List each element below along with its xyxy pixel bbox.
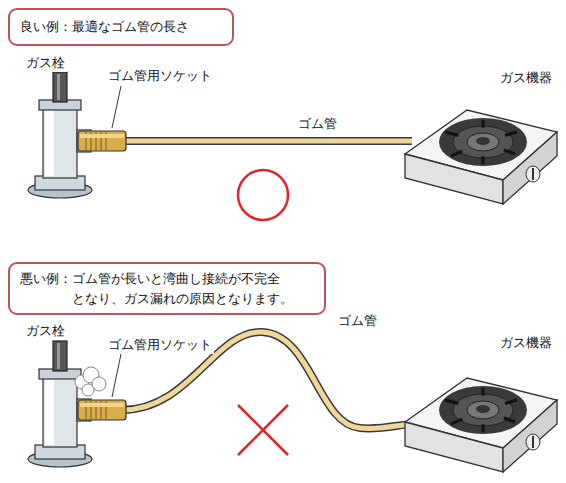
- gas-leak-puff: [75, 367, 106, 396]
- rubber-hose: [122, 139, 412, 144]
- hose-label: ゴム管: [336, 313, 379, 330]
- gas-stove: [405, 110, 557, 204]
- leader-line: [112, 86, 121, 128]
- valve-label: ガス栓: [24, 323, 67, 340]
- gas-stove: [405, 378, 557, 472]
- valve-label: ガス栓: [24, 55, 67, 72]
- hose-label: ゴム管: [296, 116, 339, 133]
- socket-label: ゴム管用ソケット: [106, 68, 214, 85]
- appliance-label: ガス機器: [498, 335, 554, 352]
- bad-mark: [238, 405, 288, 455]
- appliance-label: ガス機器: [498, 70, 554, 87]
- hose-socket: [78, 400, 126, 420]
- title-text: 良い例：最適なゴム管の長さ: [20, 17, 222, 37]
- socket-label: ゴム管用ソケット: [106, 337, 214, 354]
- leader-line: [112, 354, 121, 397]
- good-mark: [238, 170, 288, 220]
- hose-socket: [78, 131, 126, 151]
- title-text: 悪い例：ゴム管が長いと湾曲し接続が不完全 となり、ガス漏れの原因となります。: [20, 269, 314, 308]
- title-box: 良い例：最適なゴム管の長さ: [8, 8, 234, 46]
- title-box: 悪い例：ゴム管が長いと湾曲し接続が不完全 となり、ガス漏れの原因となります。: [8, 262, 326, 315]
- rubber-hose-outline: [122, 137, 412, 145]
